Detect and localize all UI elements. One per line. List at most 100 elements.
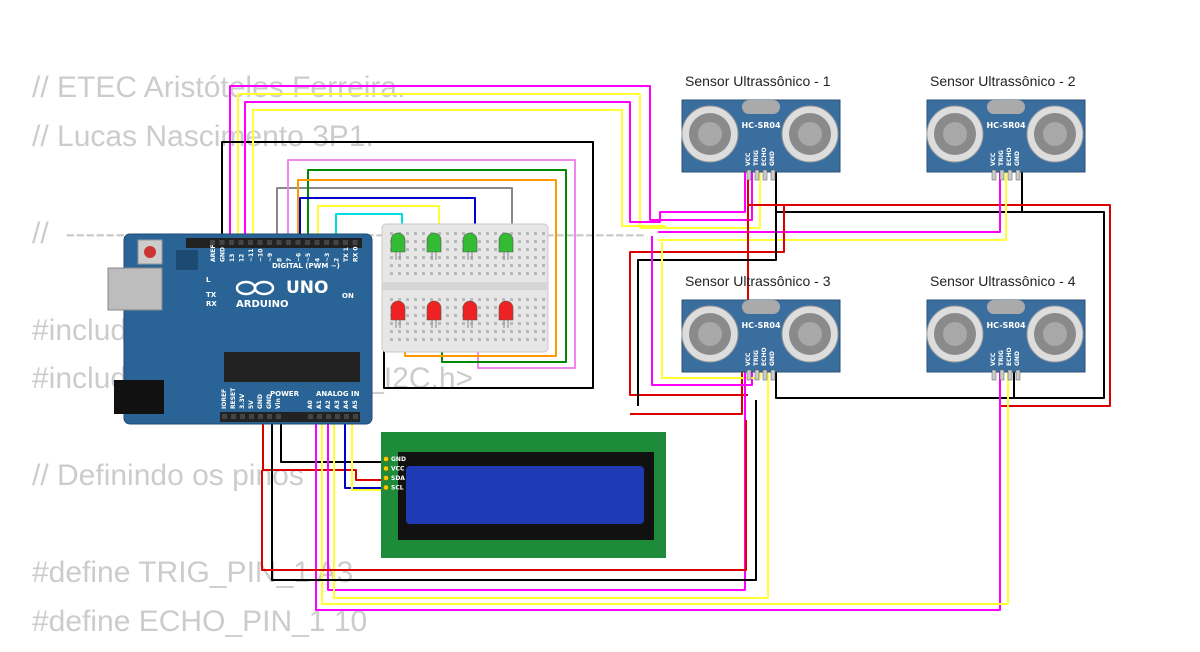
analog-pin[interactable] <box>317 414 322 419</box>
lcd-pin[interactable] <box>384 466 389 471</box>
sensor-pin[interactable] <box>763 370 767 380</box>
sensor-pin-label: VCC <box>990 152 997 166</box>
sensor-pin[interactable] <box>1016 370 1020 380</box>
hole <box>478 248 481 251</box>
power-pin[interactable] <box>222 414 227 419</box>
digital-pin[interactable] <box>210 240 215 245</box>
digital-pin[interactable] <box>315 240 320 245</box>
hole <box>462 272 465 275</box>
hole <box>486 330 489 333</box>
hole <box>478 232 481 235</box>
hole <box>518 240 521 243</box>
hole <box>406 232 409 235</box>
sensor-pin[interactable] <box>992 170 996 180</box>
sensor-pin[interactable] <box>1008 170 1012 180</box>
digital-pin[interactable] <box>324 240 329 245</box>
analog-pin[interactable] <box>308 414 313 419</box>
hole <box>486 240 489 243</box>
digital-pin[interactable] <box>286 240 291 245</box>
hole <box>542 314 545 317</box>
digital-pin[interactable] <box>220 240 225 245</box>
digital-pin[interactable] <box>239 240 244 245</box>
analog-pin[interactable] <box>353 414 358 419</box>
hole <box>526 256 529 259</box>
power-pin[interactable] <box>267 414 272 419</box>
hole <box>462 322 465 325</box>
hole <box>398 298 401 301</box>
lcd-pin-label: SCL <box>391 485 404 492</box>
digital-pin[interactable] <box>296 240 301 245</box>
hole <box>438 264 441 267</box>
hole <box>518 298 521 301</box>
sensor-pin[interactable] <box>771 370 775 380</box>
hole <box>390 322 393 325</box>
hole <box>494 338 497 341</box>
digital-pin[interactable] <box>334 240 339 245</box>
analog-pin[interactable] <box>344 414 349 419</box>
sensor-pin[interactable] <box>1016 170 1020 180</box>
hole <box>486 298 489 301</box>
sensor-pin[interactable] <box>755 170 759 180</box>
lcd-pin[interactable] <box>384 476 389 481</box>
digital-pin[interactable] <box>267 240 272 245</box>
hole <box>534 256 537 259</box>
sensor-pin[interactable] <box>1000 370 1004 380</box>
sensor-pin[interactable] <box>763 170 767 180</box>
icsp-header <box>176 250 198 270</box>
hole <box>446 272 449 275</box>
sensor-pin[interactable] <box>771 170 775 180</box>
sensor-pin[interactable] <box>1008 370 1012 380</box>
hole <box>510 264 513 267</box>
lcd-pin[interactable] <box>384 485 389 490</box>
power-pin[interactable] <box>231 414 236 419</box>
digital-pin[interactable] <box>343 240 348 245</box>
digital-pin[interactable] <box>277 240 282 245</box>
sensor-pin[interactable] <box>992 370 996 380</box>
sensor-pin[interactable] <box>755 370 759 380</box>
digital-pin[interactable] <box>305 240 310 245</box>
hole <box>406 240 409 243</box>
sensor-pin[interactable] <box>747 170 751 180</box>
hole <box>526 264 529 267</box>
hole <box>526 248 529 251</box>
digital-pin[interactable] <box>229 240 234 245</box>
sensor-pin[interactable] <box>747 370 751 380</box>
digital-pin[interactable] <box>248 240 253 245</box>
hole <box>534 264 537 267</box>
hole <box>462 264 465 267</box>
indicator-l: L <box>206 276 211 284</box>
hole <box>502 330 505 333</box>
power-pin[interactable] <box>276 414 281 419</box>
hole <box>494 248 497 251</box>
power-pin[interactable] <box>258 414 263 419</box>
digital-pin[interactable] <box>258 240 263 245</box>
analog-pin[interactable] <box>326 414 331 419</box>
power-pin[interactable] <box>240 414 245 419</box>
hole <box>406 330 409 333</box>
hole <box>422 306 425 309</box>
sensor-pin[interactable] <box>1000 170 1004 180</box>
power-jack <box>114 380 164 414</box>
hole <box>438 330 441 333</box>
hole <box>398 272 401 275</box>
crystal <box>987 100 1025 114</box>
transducer-center <box>943 122 967 146</box>
lcd-pin[interactable] <box>384 457 389 462</box>
digital-pin-label: GND <box>220 247 227 262</box>
hole <box>486 322 489 325</box>
digital-pin[interactable] <box>353 240 358 245</box>
sensor-pin-label: TRIG <box>753 350 760 366</box>
power-pin[interactable] <box>249 414 254 419</box>
analog-pin[interactable] <box>335 414 340 419</box>
hole <box>454 272 457 275</box>
wire-lcd-sda <box>345 416 384 488</box>
hole <box>518 306 521 309</box>
hole <box>486 314 489 317</box>
hole <box>534 322 537 325</box>
